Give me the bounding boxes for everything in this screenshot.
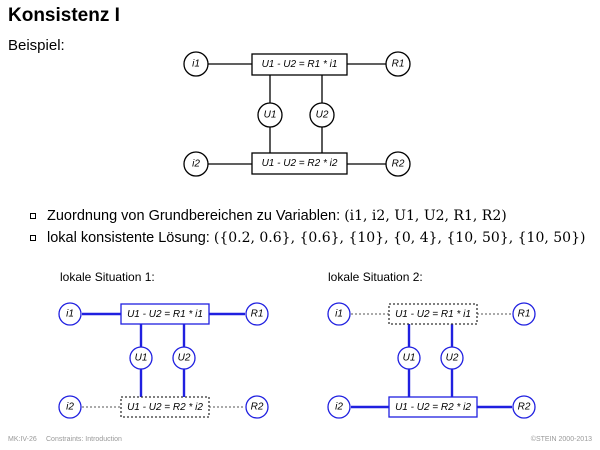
variable-node-r2: R2	[385, 151, 411, 177]
s1-variable-node-i1: i1	[58, 302, 82, 326]
s1-variable-node-u1: U1	[129, 346, 153, 370]
bullet-math: (i1, i2, U1, U2, R1, R2)	[344, 208, 507, 224]
node-label: U1	[135, 353, 148, 364]
s2-variable-node-r2: R2	[512, 395, 536, 419]
node-label: R2	[251, 402, 264, 413]
bullet-list: Zuordnung von Grundbereichen zu Variable…	[30, 205, 585, 249]
s2-variable-node-i1: i1	[327, 302, 351, 326]
node-label: R2	[392, 159, 405, 170]
s2-constraint-box-1: U1 - U2 = R1 * i1	[388, 303, 478, 325]
bullet-marker	[30, 235, 36, 241]
node-label: U2	[316, 110, 329, 121]
situation-1-title: lokale Situation 1:	[60, 270, 155, 284]
s1-constraint-box-2: U1 - U2 = R2 * i2	[120, 396, 210, 418]
constraint-label: U1 - U2 = R2 * i2	[395, 402, 471, 413]
bullet-text: Zuordnung von Grundbereichen zu Variable…	[47, 208, 345, 224]
slide-title: Konsistenz I	[8, 5, 120, 26]
node-label: R1	[392, 59, 405, 70]
main-diagram: U1 - U2 = R1 * i1 U1 - U2 = R2 * i2 i1 R…	[183, 51, 411, 177]
constraint-label: U1 - U2 = R1 * i1	[127, 309, 203, 320]
bullet-math: ({0.2, 0.6}, {0.6}, {10}, {0, 4}, {10, 5…	[213, 230, 586, 246]
node-label: i2	[335, 402, 343, 413]
constraint-box-1: U1 - U2 = R1 * i1	[251, 53, 348, 76]
s1-variable-node-r1: R1	[245, 302, 269, 326]
node-label: R1	[251, 309, 264, 320]
constraint-label: U1 - U2 = R1 * i1	[262, 59, 338, 70]
node-label: i1	[335, 309, 343, 320]
node-label: i2	[192, 159, 200, 170]
node-label: i2	[66, 402, 74, 413]
bullet-marker	[30, 213, 36, 219]
node-label: U2	[178, 353, 191, 364]
s2-variable-node-u1: U1	[397, 346, 421, 370]
constraint-label: U1 - U2 = R1 * i1	[395, 309, 471, 320]
situation-2-diagram: U1 - U2 = R1 * i1 U1 - U2 = R2 * i2 i1 R…	[327, 302, 536, 419]
bullet-item-solution: lokal konsistente Lösung: ({0.2, 0.6}, {…	[30, 227, 585, 249]
variable-node-i2: i2	[183, 151, 209, 177]
variable-node-i1: i1	[183, 51, 209, 77]
node-label: R1	[518, 309, 531, 320]
footer-copyright: ©STEIN 2000-2013	[530, 436, 592, 443]
s1-variable-node-r2: R2	[245, 395, 269, 419]
constraint-label: U1 - U2 = R2 * i2	[262, 158, 338, 169]
s2-variable-node-u2: U2	[440, 346, 464, 370]
node-label: U1	[264, 110, 277, 121]
node-label: R2	[518, 402, 531, 413]
footer-section: Constraints: Introduction	[46, 436, 122, 443]
variable-node-r1: R1	[385, 51, 411, 77]
variable-node-u2: U2	[309, 102, 335, 128]
s2-constraint-box-2: U1 - U2 = R2 * i2	[388, 396, 478, 418]
node-label: i1	[66, 309, 74, 320]
s1-variable-node-u2: U2	[172, 346, 196, 370]
bullet-item-domains: Zuordnung von Grundbereichen zu Variable…	[30, 205, 585, 227]
constraint-box-2: U1 - U2 = R2 * i2	[251, 152, 348, 175]
example-label: Beispiel:	[8, 37, 65, 54]
constraint-label: U1 - U2 = R2 * i2	[127, 402, 203, 413]
footer-slide-id: MK:IV-26	[8, 436, 37, 443]
s2-variable-node-r1: R1	[512, 302, 536, 326]
situation-2-title: lokale Situation 2:	[328, 270, 423, 284]
variable-node-u1: U1	[257, 102, 283, 128]
node-label: i1	[192, 59, 200, 70]
bullet-text: lokal konsistente Lösung:	[47, 230, 214, 246]
situation-1-diagram: U1 - U2 = R1 * i1 U1 - U2 = R2 * i2 i1 R…	[58, 302, 269, 419]
s2-variable-node-i2: i2	[327, 395, 351, 419]
node-label: U1	[403, 353, 416, 364]
s1-constraint-box-1: U1 - U2 = R1 * i1	[120, 303, 210, 325]
node-label: U2	[446, 353, 459, 364]
s1-variable-node-i2: i2	[58, 395, 82, 419]
